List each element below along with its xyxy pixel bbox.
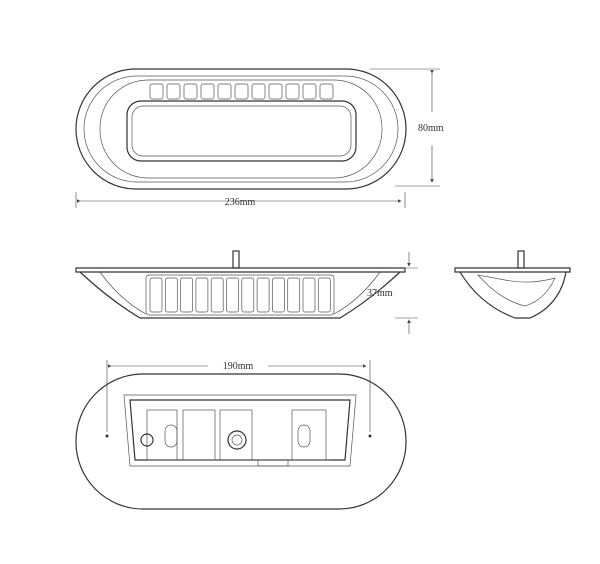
fin (287, 277, 301, 313)
fin (272, 277, 285, 313)
fin (226, 277, 239, 313)
fin (183, 83, 198, 100)
fin (256, 277, 270, 313)
dimension-236 (75, 192, 406, 208)
label-190mm: 190mm (223, 361, 254, 372)
dimension-80 (370, 68, 440, 187)
fin (241, 277, 255, 313)
fin (200, 83, 215, 100)
mount-hole-right (368, 434, 372, 438)
fin (285, 83, 300, 100)
end-view (454, 250, 571, 319)
fin (302, 83, 317, 100)
bottom-view (75, 373, 407, 510)
fin (217, 83, 232, 100)
fin (302, 277, 316, 313)
label-80mm: 80mm (418, 123, 444, 134)
fin (234, 83, 249, 100)
side-view (75, 250, 406, 319)
fin (166, 83, 181, 100)
fin (268, 83, 283, 100)
fin (149, 83, 164, 100)
fin (164, 277, 178, 313)
fin (210, 277, 224, 313)
fin (317, 277, 331, 313)
label-236mm: 236mm (225, 197, 256, 208)
dimension-37 (395, 252, 418, 334)
dimension-190 (106, 360, 371, 432)
fin (251, 83, 266, 100)
top-view (75, 68, 407, 190)
mount-hole-left (105, 434, 109, 438)
label-37mm: 37mm (367, 288, 393, 299)
fin (195, 277, 209, 313)
fin (319, 83, 334, 100)
fin (149, 277, 163, 313)
fin (180, 277, 193, 313)
